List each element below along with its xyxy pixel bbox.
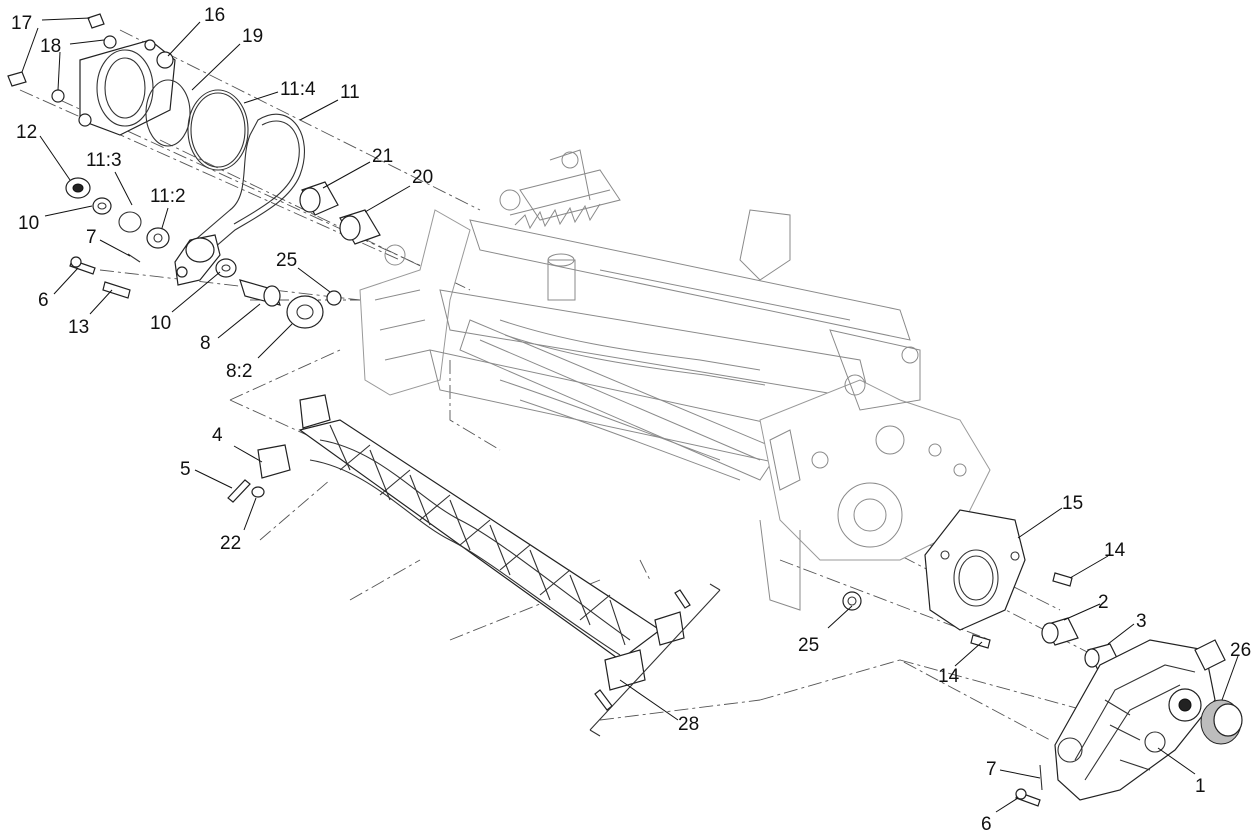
callout-6-upper: 6 xyxy=(38,290,49,311)
bolt-5 xyxy=(227,479,251,503)
callout-8: 8 xyxy=(200,333,211,354)
callout-11-2: 11:2 xyxy=(150,186,186,207)
cotter-7-upper xyxy=(127,253,141,263)
callout-17: 17 xyxy=(11,13,32,34)
ring-11-3 xyxy=(118,211,142,233)
callout-10-lower: 10 xyxy=(150,313,171,334)
callout-15: 15 xyxy=(1062,493,1083,514)
bolts-17 xyxy=(7,13,105,87)
callout-14-lower: 14 xyxy=(938,666,960,687)
roller-bracket-28 xyxy=(589,583,721,737)
callout-22: 22 xyxy=(220,533,241,554)
washer-10-upper xyxy=(92,197,112,215)
callout-8-2: 8:2 xyxy=(226,361,252,382)
callout-2: 2 xyxy=(1098,592,1109,613)
callout-1: 1 xyxy=(1195,776,1206,797)
roller-bracket-4 xyxy=(257,394,331,479)
callout-3: 3 xyxy=(1136,611,1147,632)
callout-10-upper: 10 xyxy=(18,213,39,234)
pin-13 xyxy=(102,281,131,299)
leader-lines xyxy=(21,17,1239,813)
o-ring-19 xyxy=(145,79,191,147)
callout-4: 4 xyxy=(212,425,223,446)
callout-5: 5 xyxy=(180,459,191,480)
callout-6-lower: 6 xyxy=(981,814,992,835)
callout-11-4: 11:4 xyxy=(280,79,316,100)
bushing-2 xyxy=(1041,617,1079,646)
shaft-8 xyxy=(239,279,281,307)
callout-19: 19 xyxy=(242,26,263,47)
nuts-18 xyxy=(51,35,117,103)
bushing-21 xyxy=(299,181,339,216)
drive-belt-11 xyxy=(181,113,305,264)
callout-13: 13 xyxy=(68,317,89,338)
nut-25-upper xyxy=(326,290,342,306)
cap-26 xyxy=(1200,699,1243,745)
washer-10-lower xyxy=(215,258,237,278)
gearbox-1 xyxy=(1054,639,1226,801)
callout-labels: 17 16 18 19 11:4 11 12 11:3 21 20 10 11:… xyxy=(11,5,1251,835)
roller-assembly xyxy=(298,419,662,661)
callout-7-lower: 7 xyxy=(986,759,997,780)
reel-frame xyxy=(359,149,991,611)
left-bearing-housing xyxy=(78,39,176,136)
seal-8-2 xyxy=(286,295,324,329)
callout-25-upper: 25 xyxy=(276,250,297,271)
belt-seal-11-4 xyxy=(187,89,249,171)
spacer-11-2 xyxy=(146,227,170,249)
plate-15 xyxy=(924,509,1026,631)
bolt-6-lower xyxy=(1015,788,1041,807)
bushing-20 xyxy=(339,209,381,245)
nut-22 xyxy=(251,486,265,498)
callout-7-upper: 7 xyxy=(86,227,97,248)
callout-26: 26 xyxy=(1230,640,1251,661)
callout-21: 21 xyxy=(372,146,393,167)
callout-28: 28 xyxy=(678,714,699,735)
cotter-7-lower xyxy=(1039,764,1043,791)
callout-20: 20 xyxy=(412,167,433,188)
nut-25-lower xyxy=(842,591,862,611)
callout-25-lower: 25 xyxy=(798,635,819,656)
callout-11-3: 11:3 xyxy=(86,150,122,171)
callout-18: 18 xyxy=(40,36,61,57)
callout-11: 11 xyxy=(340,82,360,103)
pulley-assembly xyxy=(174,234,221,286)
callout-12: 12 xyxy=(16,122,37,143)
bolt-6-upper xyxy=(69,256,96,275)
bolt-14-lower xyxy=(970,634,991,649)
callout-14-upper: 14 xyxy=(1104,540,1126,561)
bearing-12 xyxy=(65,177,91,199)
callout-16: 16 xyxy=(204,5,225,26)
bolt-14-upper xyxy=(1052,572,1073,587)
